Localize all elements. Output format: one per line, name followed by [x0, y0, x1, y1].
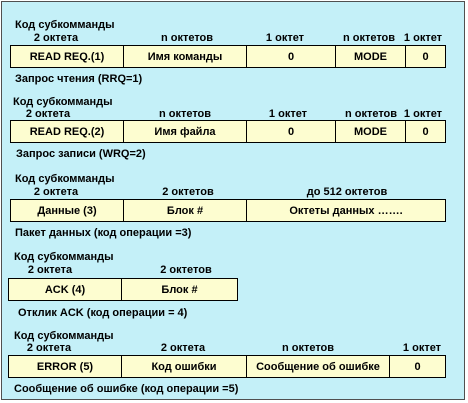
subcommand-code-title: Код субкомманды [14, 330, 114, 342]
packet-cell: 0 [422, 125, 429, 138]
packet-caption: Запрос чтения (RRQ=1) [15, 73, 143, 85]
packet-cell: Данные (3) [11, 200, 124, 221]
header-label: 2 октета [33, 32, 79, 44]
error-packet-row: ERROR (5) Код ошибки Сообщение об ошибке… [8, 355, 446, 378]
header-label: n октетов [342, 32, 396, 44]
packet-cell: ERROR (5) [9, 356, 122, 377]
header-label: 2 октета [25, 108, 71, 120]
header-label: 1 октет [268, 108, 308, 120]
packet-cell: ACK (4) [9, 279, 122, 300]
header-label: n октетов [160, 32, 214, 44]
packet-cell: 0 [247, 121, 336, 142]
packet-cell: Блок # [161, 283, 198, 296]
subcommand-code-title: Код субкомманды [15, 173, 115, 185]
subcommand-code-title: Код субкомманды [13, 96, 113, 108]
packet-cell: Код ошибки [122, 356, 247, 377]
packet-caption: Запрос записи (WRQ=2) [16, 148, 146, 160]
subcommand-code-title: Код субкомманды [15, 19, 115, 31]
header-label: 1 октет [403, 32, 443, 44]
header-label: n октетов [158, 108, 212, 120]
packet-cell: 0 [422, 50, 429, 63]
packet-cell: Блок # [124, 200, 247, 221]
header-label: n октетов [281, 342, 335, 354]
data-packet-row: Данные (3) Блок # Октеты данных ……. [10, 199, 446, 222]
header-label: 2 октета [33, 186, 79, 198]
packet-caption: Отклик ACK (код операции = 4) [18, 307, 188, 319]
packet-cell: MODE [336, 121, 406, 142]
header-label: до 512 октетов [306, 186, 388, 198]
wrq-packet-row: READ REQ.(2) Имя файла 0 MODE 0 [10, 120, 446, 143]
header-label: 2 октетов [160, 264, 212, 276]
rrq-packet-row: READ REQ.(1) Имя команды 0 MODE 0 [10, 45, 446, 68]
packet-cell: READ REQ.(1) [11, 46, 124, 67]
ack-packet-row: ACK (4) Блок # [8, 278, 238, 301]
header-label: 2 октетов [162, 186, 214, 198]
header-label: 2 октета [26, 342, 72, 354]
packet-cell: Сообщение об ошибке [247, 356, 390, 377]
packet-caption: Сообщение об ошибке (код операции =5) [14, 383, 239, 395]
packet-cell: Имя команды [124, 46, 247, 67]
packet-cell: Имя файла [124, 121, 247, 142]
packet-cell: Октеты данных ……. [289, 204, 403, 217]
header-label: 2 октета [160, 342, 206, 354]
packet-cell: 0 [414, 360, 421, 373]
header-label: 2 октета [27, 264, 73, 276]
header-label: 1 октет [402, 342, 442, 354]
subcommand-code-title: Код субкомманды [14, 251, 114, 263]
header-label: n октетов [344, 108, 398, 120]
packet-cell: 0 [247, 46, 336, 67]
packet-cell: MODE [336, 46, 406, 67]
packet-caption: Пакет данных (код операции =3) [15, 227, 192, 239]
packet-cell: READ REQ.(2) [11, 121, 124, 142]
header-label: 1 октет [403, 108, 443, 120]
header-label: 1 октет [265, 32, 305, 44]
